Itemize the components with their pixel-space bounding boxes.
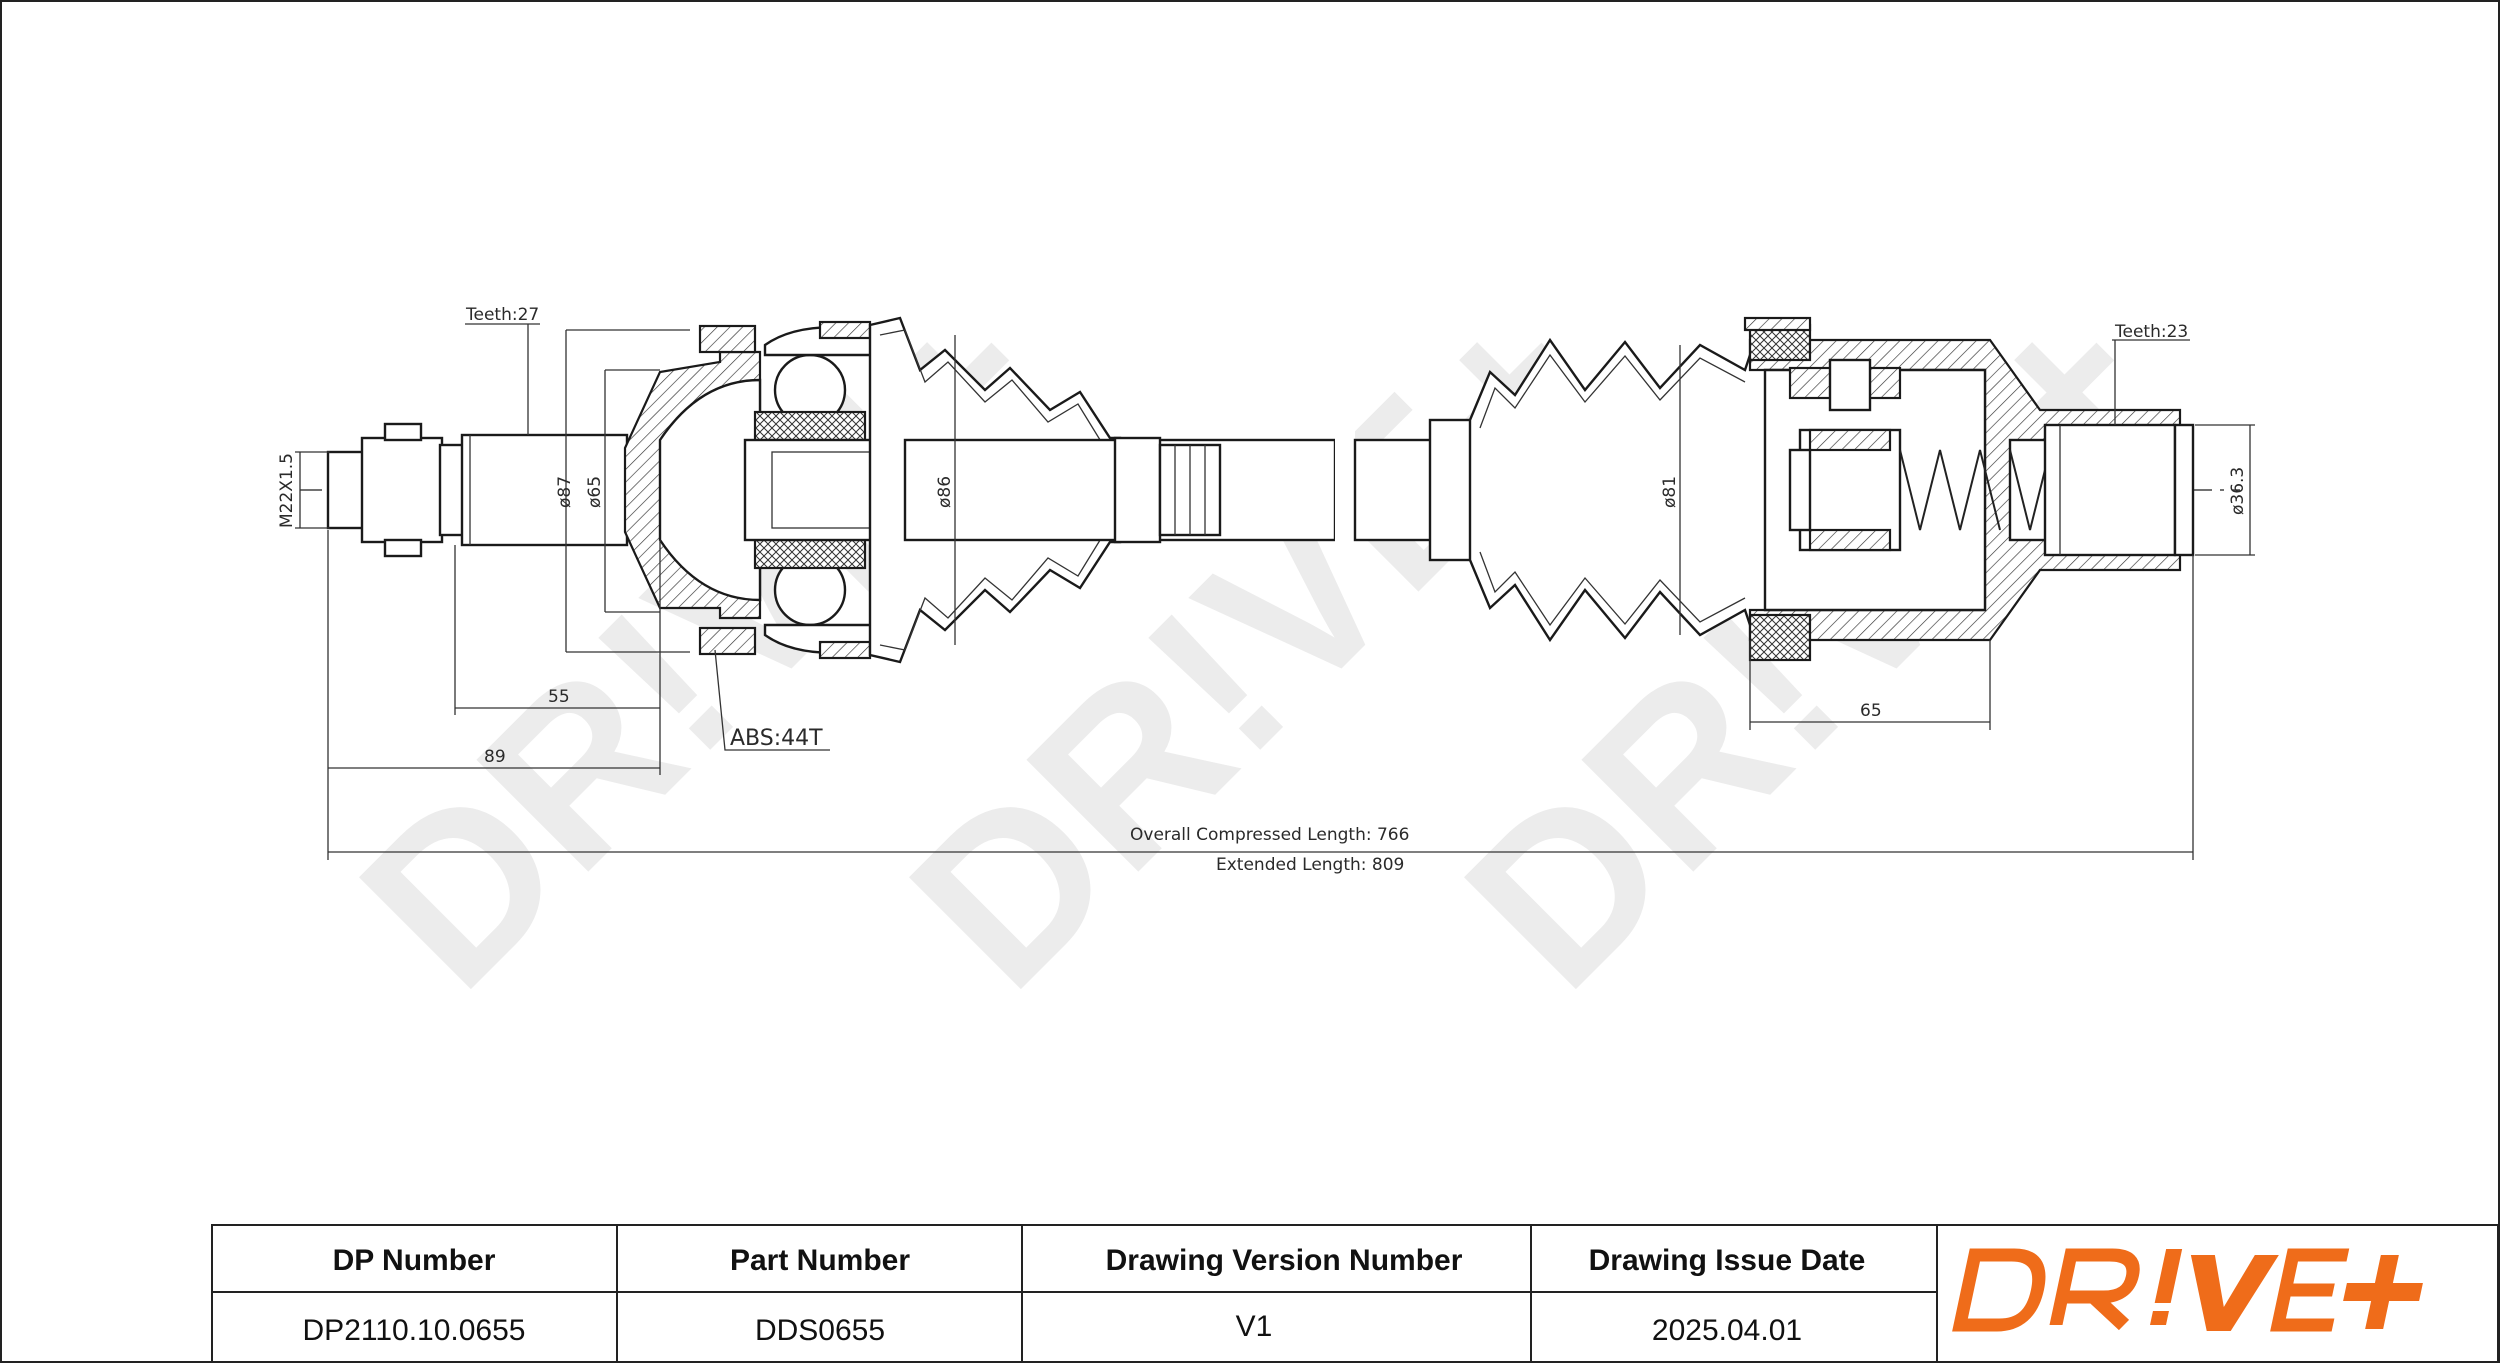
dia-87-label: ø87 [555, 476, 575, 508]
hub-nut [360, 436, 444, 544]
header-issue-date: Drawing Issue Date [1589, 1244, 1866, 1277]
teeth-right-label: Teeth:23 [2114, 322, 2188, 342]
dim-89-label: 89 [484, 747, 506, 767]
teeth-left-label: Teeth:27 [465, 305, 539, 325]
spring [1899, 449, 2001, 531]
extended-length-label: Extended Length: 809 [1216, 855, 1404, 875]
dim-55-label: 55 [548, 687, 570, 707]
value-version: V1 [1236, 1310, 1273, 1343]
header-version: Drawing Version Number [1106, 1244, 1463, 1277]
overall-length-label: Overall Compressed Length: 766 [1130, 825, 1409, 845]
dia-65-label: ø65 [585, 476, 605, 508]
header-part-number: Part Number [730, 1244, 910, 1277]
inner-spline [2043, 423, 2177, 557]
dim-65-label: 65 [1860, 701, 1882, 721]
value-part-number: DDS0655 [755, 1314, 885, 1347]
dia-86-label: ø86 [935, 476, 955, 508]
drive-shaft-drawing [300, 316, 2240, 664]
brand-logo [1952, 1248, 2423, 1332]
value-issue-date: 2025.04.01 [1652, 1314, 1802, 1347]
header-dp-number: DP Number [333, 1244, 496, 1277]
dia-81-label: ø81 [1660, 476, 1680, 508]
dimensions: Teeth:27 M22X1.5 ø87 ø65 ø86 ø81 Teeth:2… [277, 305, 2255, 875]
abs-label: ABS:44T [730, 726, 823, 751]
title-block: DP Number Part Number Drawing Version Nu… [211, 1224, 2499, 1363]
dia-36-label: ø36.3 [2228, 467, 2248, 515]
thread-label: M22X1.5 [277, 453, 297, 528]
value-dp-number: DP2110.10.0655 [303, 1314, 526, 1347]
